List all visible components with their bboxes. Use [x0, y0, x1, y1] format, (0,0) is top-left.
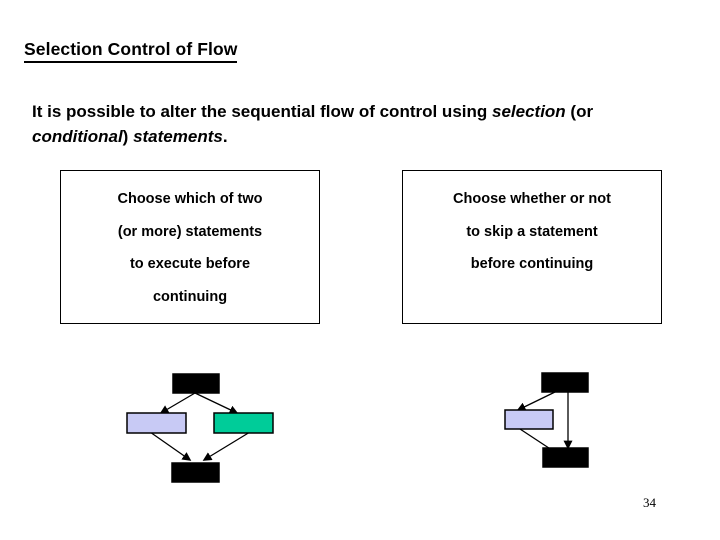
branch-false-statement-block [213, 412, 274, 434]
entry-statement-block [541, 372, 589, 393]
two-way-selection-diagram [110, 360, 300, 495]
arrow-entry-to-false-block [194, 392, 239, 414]
callout-branch-line-3: to execute before [129, 256, 251, 272]
optional-statement-block [504, 409, 554, 430]
branch-true-statement-block [126, 412, 187, 434]
callout-skip-line-2: to skip a statement [466, 223, 598, 240]
callout-skip-line-3: before continuing [470, 256, 594, 272]
callout-branch-line-4: continuing [152, 288, 228, 305]
body-text-segment-1: It is possible to alter the sequential f… [32, 102, 492, 121]
exit-statement-block [542, 447, 589, 468]
arrow-false-block-to-exit [202, 431, 251, 461]
arrow-entry-to-optional-block [516, 391, 556, 411]
callout-branch-line-2: (or more) statements [117, 223, 263, 240]
arrow-true-block-to-exit [149, 431, 192, 461]
callout-box-skip: Choose whether or not to skip a statemen… [402, 170, 662, 324]
exit-statement-block [171, 462, 220, 483]
page-number: 34 [643, 495, 656, 510]
body-paragraph: It is possible to alter the sequential f… [32, 100, 692, 149]
callout-branch-line-1: Choose which of two [117, 191, 263, 207]
callout-skip-line-1: Choose whether or not [453, 191, 611, 207]
body-emphasis-conditional: conditional [32, 126, 123, 146]
page-title: Selection Control of Flow [24, 39, 238, 64]
entry-statement-block [172, 373, 220, 394]
arrow-entry-to-true-block [159, 392, 196, 414]
body-text-segment-2: (or [565, 102, 594, 121]
body-text-segment-3: ) [122, 126, 134, 146]
skip-selection-diagram [480, 360, 640, 495]
body-emphasis-statements: statements [133, 126, 223, 146]
callout-box-branch: Choose which of two (or more) statements… [60, 170, 320, 324]
body-text-segment-4: . [222, 126, 228, 146]
body-emphasis-selection: selection [492, 102, 566, 121]
